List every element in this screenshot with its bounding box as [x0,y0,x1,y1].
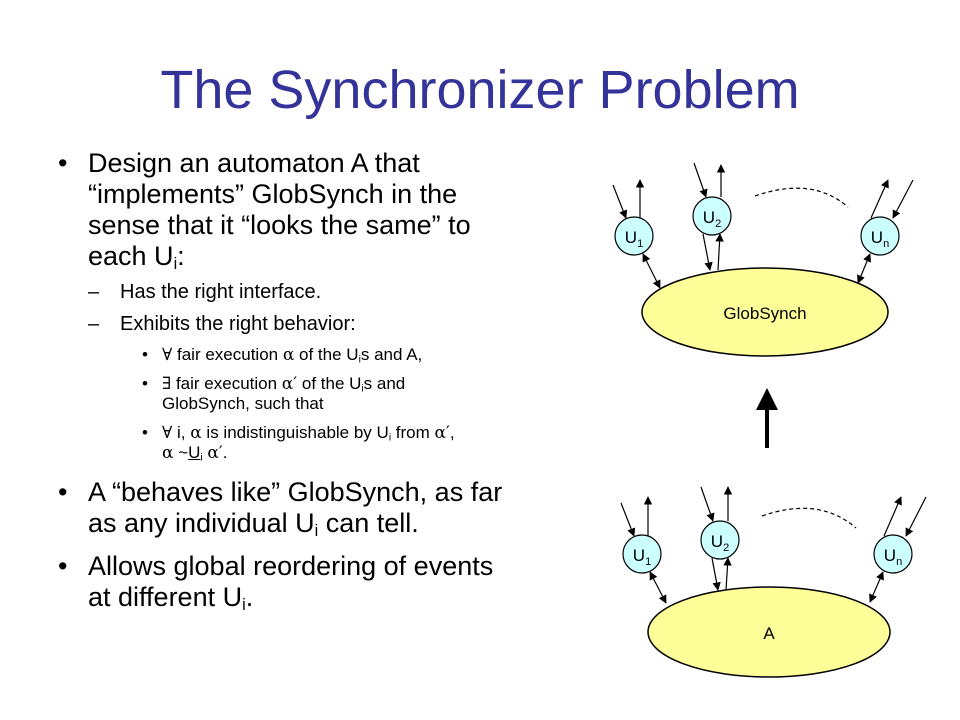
node-u2-bottom: U2 [700,520,740,560]
alpha-prime-symbol: α′ [281,374,298,394]
svg-text:Un: Un [884,546,902,568]
subbullet-behavior-text: Exhibits the right behavior: [120,313,356,335]
bullet-behaves-like: • A “behaves like” GlobSynch, as far as … [58,477,598,539]
subbullet-interface-text: Has the right interface. [120,281,322,303]
dash-marker: – [88,313,100,335]
subsub-indistinguishable-line2: α ~Ui α′. [162,443,228,464]
node-un: Un [860,216,900,256]
subsub-exists-execution: • ∃ fair execution α′ of the Uis and Glo… [58,374,598,414]
globsynch-label: GlobSynch [723,304,806,323]
bullet1-line1: Design an automaton A that [88,148,420,178]
node-u2: U2 [692,196,732,236]
bullet-dot: • [142,423,148,442]
dash-marker: – [88,281,100,303]
subbullet-behavior: – Exhibits the right behavior: [58,312,598,336]
bullet-dot: • [142,345,148,364]
node-u1: U1 [614,216,654,256]
bullet1-line4: each Ui: [88,241,185,274]
node-u1-bottom: U1 [622,534,662,574]
bullet-design-automaton: • Design an automaton A that “implements… [58,148,598,272]
automaton-a-label: A [763,624,775,643]
bullet3-line1: Allows global reordering of events [88,551,494,581]
forall-symbol: ∀ [162,423,173,443]
subbullet-interface: – Has the right interface. [58,280,598,304]
bullet-dot: • [58,148,68,178]
bullet3-line2: at different Ui. [88,582,254,615]
svg-text:U1: U1 [633,546,651,568]
alpha-symbol: α [282,345,295,365]
svg-text:U1: U1 [625,228,643,250]
bullet-dot: • [58,477,68,507]
exists-symbol: ∃ [162,374,172,394]
bullet-dot: • [58,551,68,581]
forall-symbol: ∀ [162,345,173,365]
subsub-indistinguishable: • ∀ i, α is indistinguishable by Ui from… [58,423,598,463]
svg-text:Un: Un [871,228,889,250]
alpha-symbol: α [190,423,202,443]
alpha-prime-symbol: α′ [434,423,450,443]
automaton-a-ellipse [647,586,891,678]
slide-title: The Synchronizer Problem [160,60,800,120]
node-un-bottom: Un [873,534,913,574]
globsynch-diagram: GlobSynch U1 U2 Un [612,162,914,357]
automaton-a-diagram: A U1 U2 Un [620,486,927,678]
svg-text:U2: U2 [711,532,729,554]
bullet1-line3: sense that it “looks the same” to [88,210,471,240]
globsynch-ellipse [641,267,889,357]
bullet2-line1: A “behaves like” GlobSynch, as far [88,477,503,507]
bullet2-line2: as any individual Ui can tell. [88,508,419,541]
slide-body: • Design an automaton A that “implements… [58,148,598,613]
bullet-dot: • [142,374,148,393]
svg-text:U2: U2 [703,208,721,230]
subsub-forall-execution: • ∀ fair execution α of the Uis and A, [142,345,423,366]
implements-arrow [756,388,778,448]
bullet1-line2: “implements” GlobSynch in the [88,179,458,209]
subsub-exists-line2: GlobSynch, such that [162,394,324,413]
bullet-global-reordering: • Allows global reordering of events at … [58,551,598,613]
